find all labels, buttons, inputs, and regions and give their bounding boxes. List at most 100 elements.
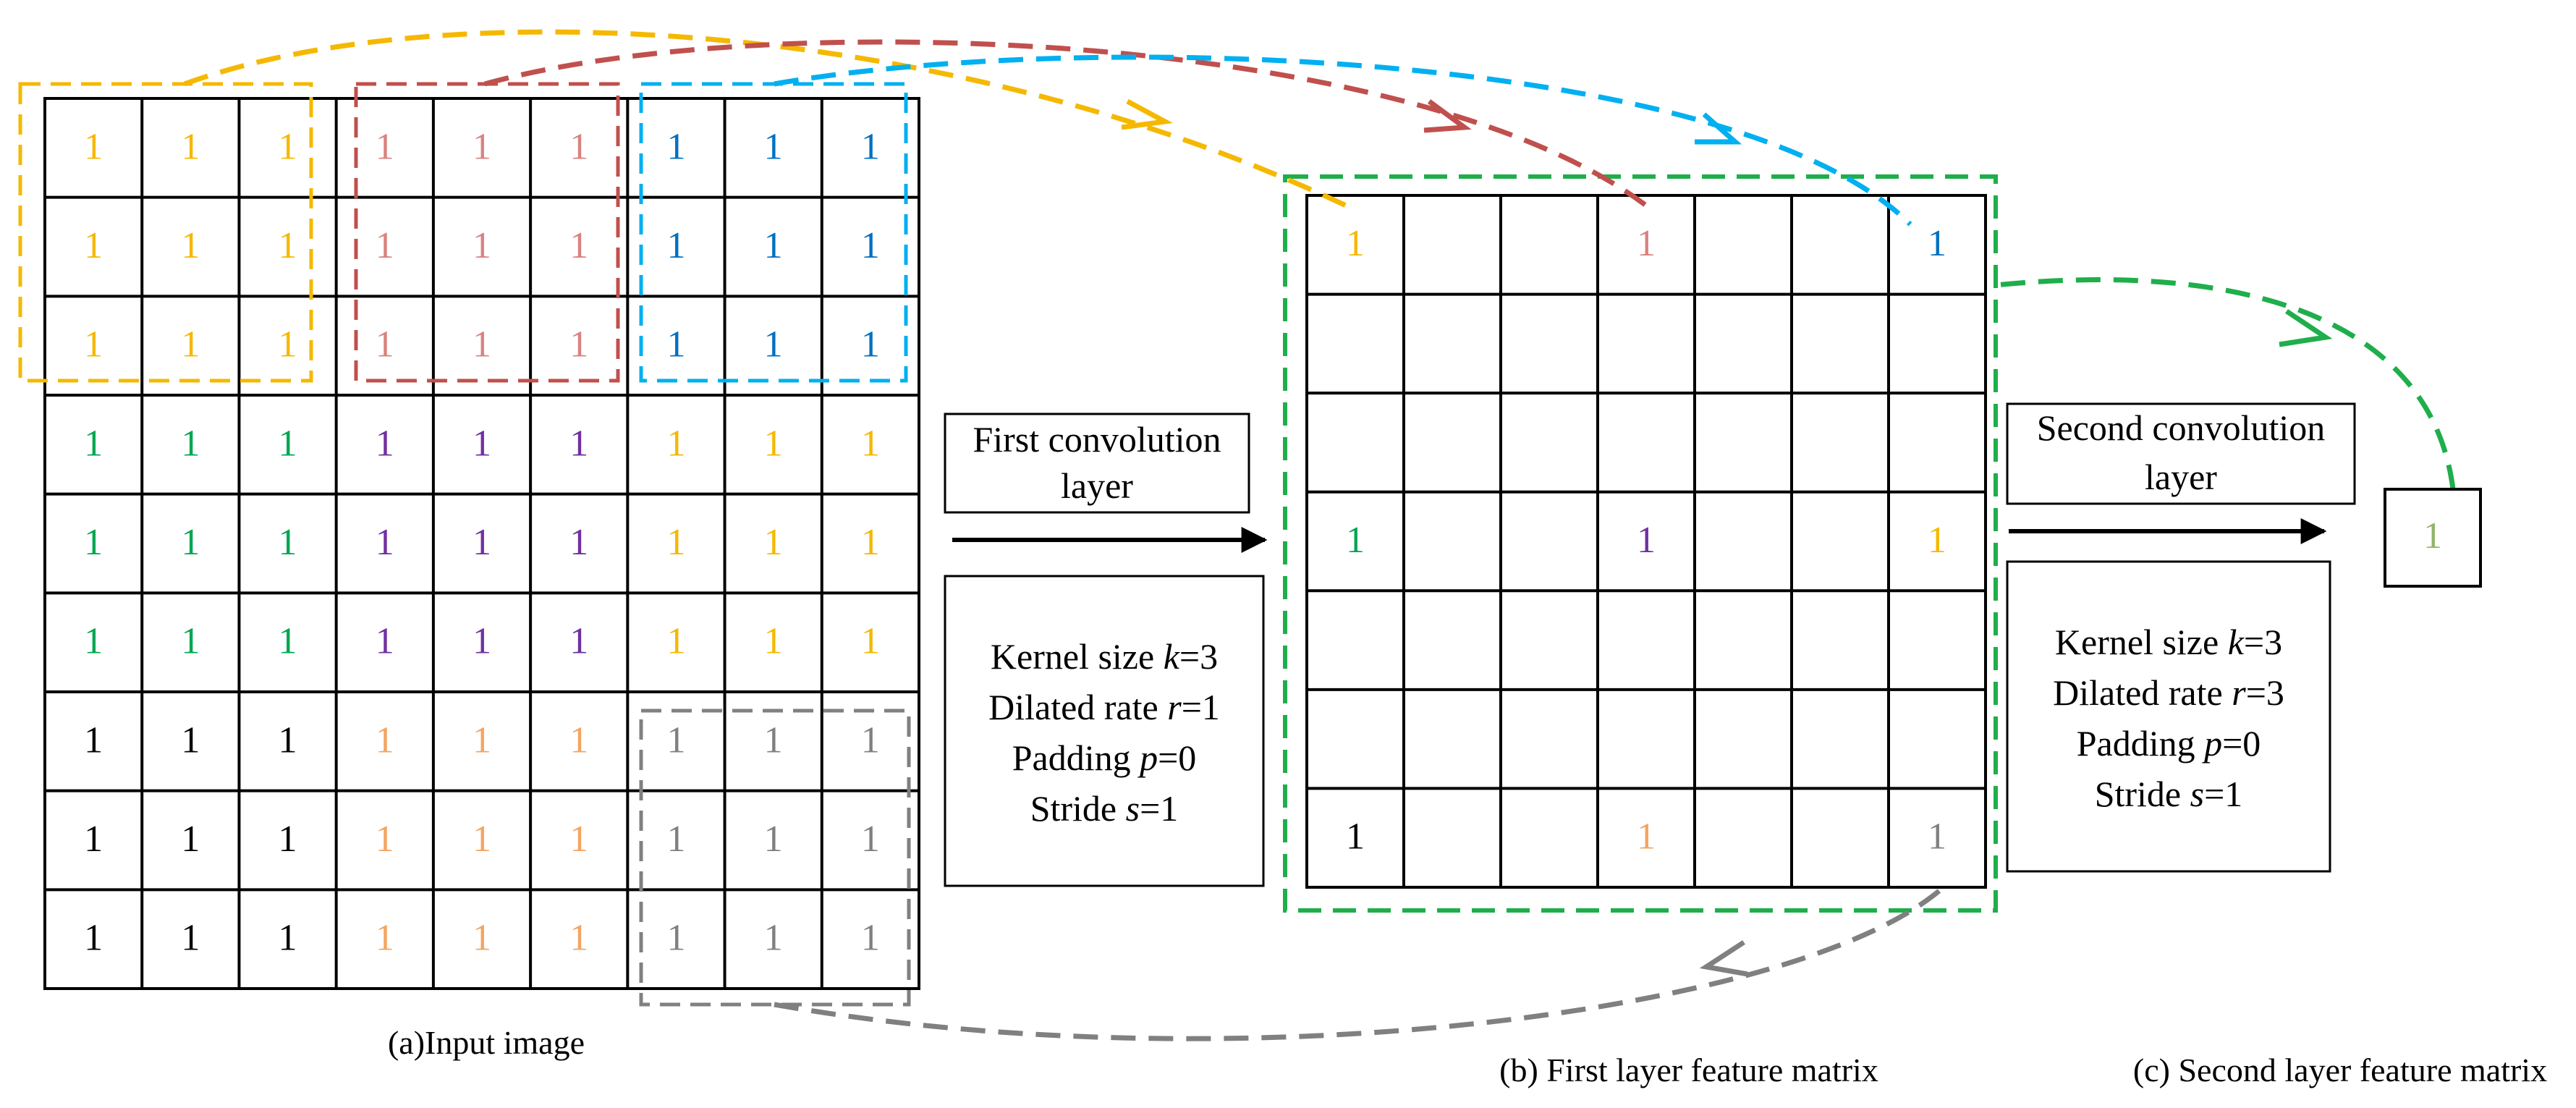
feature-grid-border	[1305, 194, 1987, 889]
first-conv-title-line1: First convolution	[973, 419, 1221, 460]
receptive-field-boxes	[18, 82, 1998, 1007]
first-convolution-section: First convolution layer Kernel size k=3D…	[944, 413, 1268, 887]
output-cell-value: 1	[2423, 515, 2442, 557]
input-cell-value: 1	[764, 324, 783, 365]
input-cell-value: 1	[473, 522, 491, 563]
input-cell-value: 1	[666, 126, 685, 167]
cyan-mapping-arrow	[774, 54, 1912, 227]
green-mapping-arrow	[1995, 277, 2456, 490]
cyan-arrowhead	[1695, 112, 1742, 145]
input-cell-value: 1	[764, 126, 783, 167]
conv-param-line: Kernel size k=3	[2055, 622, 2282, 662]
input-cell-value: 1	[84, 621, 103, 662]
receptive-field-box-gray	[639, 709, 911, 1007]
caption-second-layer: (c) Second layer feature matrix	[2133, 1052, 2547, 1088]
input-cell-value: 1	[473, 423, 491, 464]
input-cell-value: 1	[84, 918, 103, 959]
input-cell-value: 1	[473, 719, 491, 761]
input-image-grid: 1 1 1 1 1 1 1 1 1 1 1 1 1 1 1 1 1 1 1 1 1 1 1 1 1 1 1 1 1 1 1 1 1 1 1 1 1 1 1 1…	[43, 97, 920, 990]
input-cell-value: 1	[569, 522, 588, 563]
input-cell-value: 1	[861, 423, 880, 464]
feature-cell-value: 1	[1928, 816, 1946, 858]
input-cell-value: 1	[473, 819, 491, 860]
conv-param-line: Kernel size k=3	[991, 636, 1218, 677]
input-cell-value: 1	[279, 719, 297, 761]
input-cell-value: 1	[764, 225, 783, 266]
input-cell-value: 1	[569, 918, 588, 959]
input-cell-value: 1	[569, 225, 588, 266]
red-mapping-arrow	[484, 39, 1648, 208]
input-cell-value: 1	[279, 522, 297, 563]
second-convolution-section: Second convolution layer Kernel size k=3…	[2006, 402, 2356, 873]
input-cell-value: 1	[569, 423, 588, 464]
input-cell-value: 1	[666, 819, 685, 860]
input-cell-value: 1	[569, 719, 588, 761]
input-cell-value: 1	[764, 819, 783, 860]
input-cell-value: 1	[473, 126, 491, 167]
gray-mapping-arrow	[774, 882, 1949, 1041]
input-cell-value: 1	[376, 819, 394, 860]
input-cell-value: 1	[764, 918, 783, 959]
input-cell-value: 1	[181, 225, 200, 266]
second-conv-title-line1: Second convolution	[2037, 407, 2326, 448]
input-cell-value: 1	[279, 621, 297, 662]
input-cell-value: 1	[861, 621, 880, 662]
input-cell-value: 1	[181, 522, 200, 563]
conv-param-line: Dilated rate r=1	[988, 687, 1220, 727]
input-cell-value: 1	[376, 522, 394, 563]
input-cell-value: 1	[84, 819, 103, 860]
input-cell-value: 1	[861, 324, 880, 365]
conv-param-line: Padding p=0	[1012, 737, 1197, 778]
input-cell-value: 1	[861, 522, 880, 563]
input-cell-value: 1	[861, 918, 880, 959]
caption-first-layer: (b) First layer feature matrix	[1499, 1052, 1878, 1088]
gray-arrowhead	[1699, 940, 1748, 977]
feature-cell-value: 1	[1637, 520, 1656, 561]
feature-cell-value: 1	[1637, 223, 1656, 264]
input-cell-value: 1	[376, 621, 394, 662]
caption-input-image: (a)Input image	[388, 1024, 585, 1061]
conv-param-line: Stride s=1	[2095, 774, 2243, 814]
input-cell-value: 1	[181, 918, 200, 959]
input-cell-value: 1	[376, 423, 394, 464]
receptive-field-box-cyan	[639, 82, 908, 383]
input-cell-value: 1	[861, 819, 880, 860]
input-cell-value: 1	[473, 621, 491, 662]
feature-cell-value: 1	[1346, 223, 1365, 264]
input-cell-value: 1	[181, 719, 200, 761]
conv-param-line: Padding p=0	[2077, 723, 2261, 764]
input-cell-value: 1	[376, 126, 394, 167]
input-cell-value: 1	[666, 225, 685, 266]
input-cell-value: 1	[84, 324, 103, 365]
input-cell-value: 1	[181, 621, 200, 662]
input-cell-value: 1	[473, 324, 491, 365]
input-cell-value: 1	[181, 819, 200, 860]
input-cell-value: 1	[84, 126, 103, 167]
input-cell-value: 1	[764, 522, 783, 563]
input-cell-value: 1	[279, 126, 297, 167]
input-cell-value: 1	[473, 918, 491, 959]
feature-cell-value: 1	[1928, 223, 1946, 264]
first-conv-title-box	[944, 413, 1250, 514]
first-conv-param-box	[944, 575, 1265, 887]
input-cell-value: 1	[84, 225, 103, 266]
second-conv-title-line2: layer	[2145, 457, 2217, 497]
input-cell-value: 1	[84, 719, 103, 761]
input-cell-value: 1	[666, 719, 685, 761]
input-cell-value: 1	[764, 621, 783, 662]
input-cell-value: 1	[569, 819, 588, 860]
input-cell-value: 1	[376, 918, 394, 959]
input-cell-value: 1	[84, 423, 103, 464]
conv-param-line: Dilated rate r=3	[2053, 672, 2284, 713]
feature-cell-value: 1	[1637, 816, 1656, 858]
input-cell-value: 1	[84, 522, 103, 563]
receptive-field-box-green	[1283, 174, 1998, 913]
input-cell-value: 1	[181, 324, 200, 365]
input-cell-value: 1	[666, 918, 685, 959]
input-cell-value: 1	[764, 719, 783, 761]
input-cell-value: 1	[666, 621, 685, 662]
input-cell-value: 1	[569, 621, 588, 662]
